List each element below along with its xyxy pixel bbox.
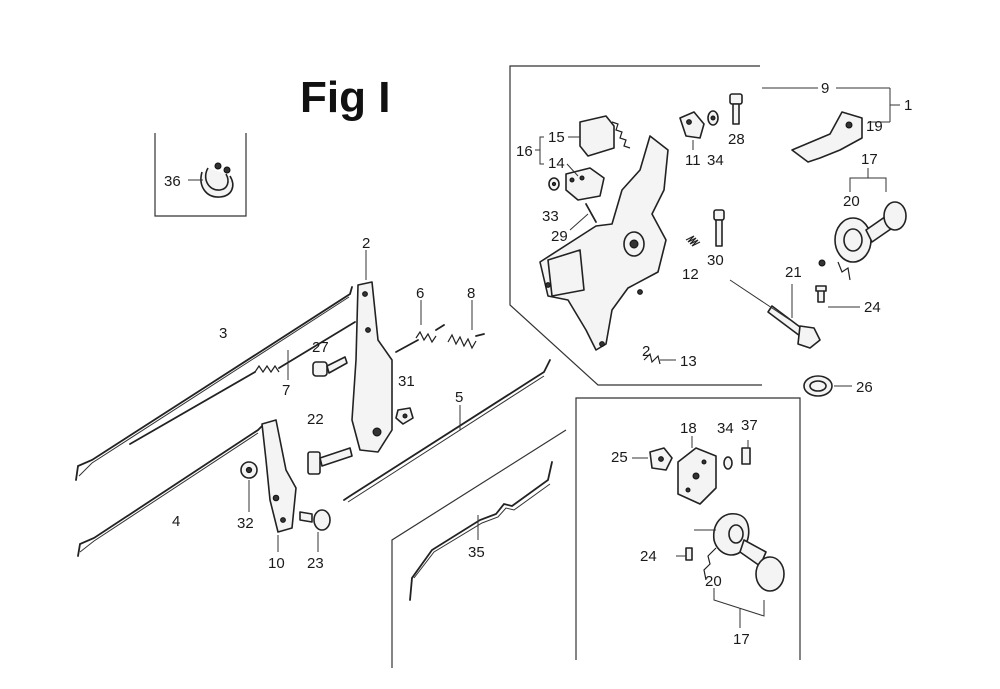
- callout-22: 22: [307, 411, 324, 428]
- callout-17-top: 17: [861, 151, 878, 168]
- callout-2-lever: 2: [362, 235, 370, 252]
- callout-33: 33: [542, 208, 559, 225]
- callout-28: 28: [728, 131, 745, 148]
- callout-11: 11: [685, 152, 701, 169]
- bracket-17-bottom: [713, 588, 765, 628]
- callout-16: 16: [516, 143, 533, 160]
- callout-24-top: 24: [864, 299, 881, 316]
- callout-34-top: 34: [707, 152, 724, 169]
- spring-8: [447, 300, 485, 350]
- washer-33: [548, 177, 560, 191]
- rod-35: [409, 461, 553, 601]
- screw-37: [741, 440, 751, 465]
- callout-12: 12: [682, 266, 699, 283]
- callout-7: 7: [282, 382, 290, 399]
- bolt-21: [729, 279, 821, 349]
- switch-20-bottom: [694, 513, 785, 592]
- callout-4: 4: [172, 513, 180, 530]
- callout-19: 19: [866, 118, 883, 135]
- switch-20-top: [818, 201, 907, 281]
- lever-11: [679, 111, 705, 150]
- callout-20-bottom: 20: [705, 573, 722, 590]
- rod-3: [75, 286, 353, 481]
- switch-14: [565, 163, 605, 201]
- bolt-28: [729, 93, 743, 125]
- bracket-16: [535, 136, 544, 165]
- callout-31: 31: [398, 373, 415, 390]
- screw-24-top: [815, 285, 860, 308]
- rod-4: [77, 423, 265, 557]
- grommet-26: [803, 375, 852, 397]
- nut-25: [632, 447, 673, 471]
- spring-12: [685, 235, 701, 247]
- washer-34-top: [707, 110, 719, 126]
- bolt-23: [299, 509, 331, 552]
- lever-19: [791, 111, 863, 163]
- rod-5: [343, 359, 551, 503]
- callout-35: 35: [468, 544, 485, 561]
- callout-36: 36: [164, 173, 181, 190]
- control-bracket: [539, 135, 669, 351]
- frame-switch-assembly: [575, 397, 801, 660]
- callout-24-bottom: 24: [640, 548, 657, 565]
- governor-arm-2: [351, 250, 393, 453]
- callout-5: 5: [455, 389, 463, 406]
- bracket-17-top: [849, 168, 887, 192]
- washer-34-bottom: [723, 456, 733, 470]
- callout-1: 1: [904, 97, 912, 114]
- nut-31: [395, 407, 414, 425]
- rod-7: [129, 321, 356, 445]
- plate-18: [677, 436, 717, 505]
- callout-15: 15: [548, 129, 565, 146]
- clamp-36: [188, 162, 234, 198]
- callout-17-bottom: 17: [733, 631, 750, 648]
- callout-25: 25: [611, 449, 628, 466]
- callout-10: 10: [268, 555, 285, 572]
- frame-control-base: [509, 65, 762, 386]
- leader-9-1: [762, 87, 900, 123]
- spring-13: [643, 352, 676, 365]
- callout-3: 3: [219, 325, 227, 342]
- callout-13: 13: [680, 353, 697, 370]
- callout-29: 29: [551, 228, 568, 245]
- callout-27: 27: [312, 339, 329, 356]
- frame-part-36: [154, 133, 247, 217]
- pin-29: [569, 203, 597, 231]
- callout-8: 8: [467, 285, 475, 302]
- callout-21: 21: [785, 264, 802, 281]
- bolt-22: [307, 447, 353, 475]
- callout-34-bottom: 34: [717, 420, 734, 437]
- callout-labels: 36 2 3 27 7 6 8 31 5 22 4 32 10 23 35 15…: [164, 80, 912, 648]
- callout-37: 37: [741, 417, 758, 434]
- callout-2-spring: 2: [642, 343, 650, 360]
- screw-24-bottom: [676, 547, 693, 561]
- callout-6: 6: [416, 285, 424, 302]
- callout-30: 30: [707, 252, 724, 269]
- callout-23: 23: [307, 555, 324, 572]
- washer-32: [240, 461, 258, 512]
- callout-14: 14: [548, 155, 565, 172]
- callout-20-top: 20: [843, 193, 860, 210]
- callout-9: 9: [821, 80, 829, 97]
- spring-6: [395, 300, 445, 353]
- switch-15: [568, 115, 631, 157]
- callout-18: 18: [680, 420, 697, 437]
- figure-title: Fig I: [300, 73, 390, 122]
- frame-rod-35: [391, 429, 567, 668]
- bolt-27: [312, 356, 348, 377]
- callout-32: 32: [237, 515, 254, 532]
- bolt-30: [713, 209, 725, 247]
- lever-10: [261, 419, 297, 552]
- callout-26: 26: [856, 379, 873, 396]
